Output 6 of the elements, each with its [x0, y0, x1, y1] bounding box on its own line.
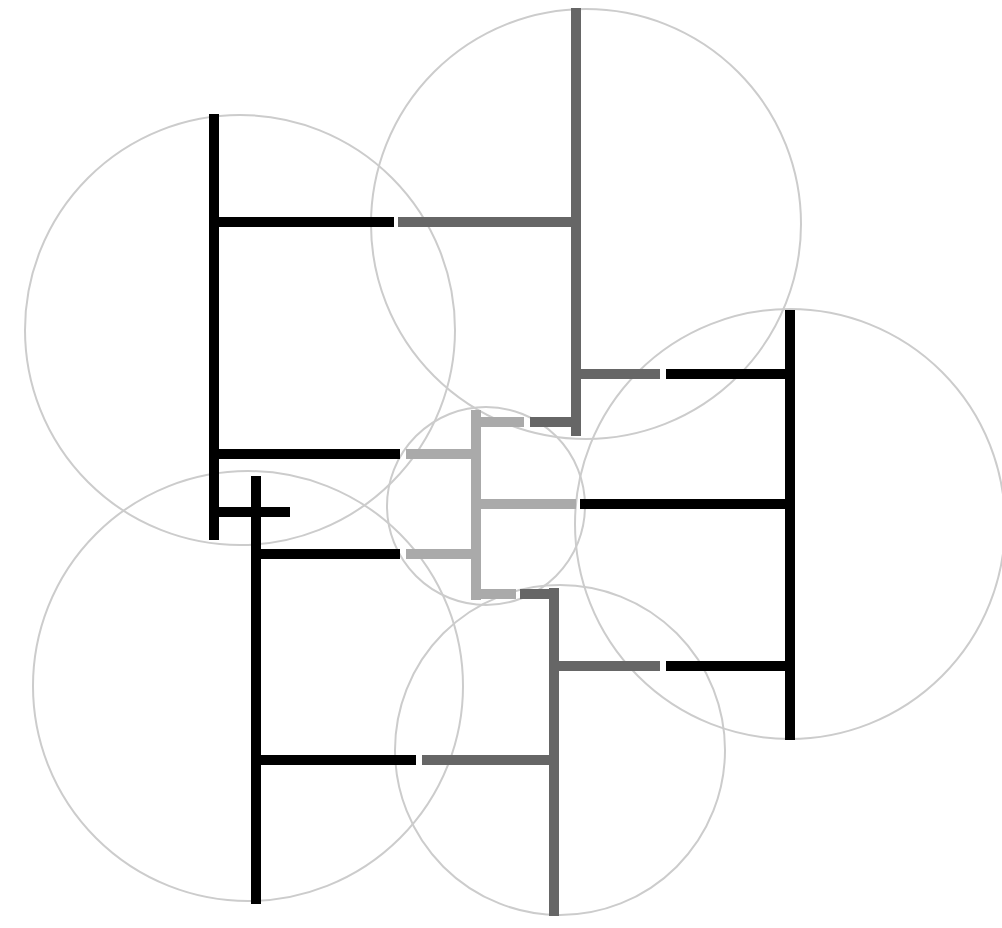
circle-outline — [394, 584, 726, 916]
circle-outline — [574, 308, 1002, 740]
circle-outline — [32, 470, 464, 902]
circle-outline — [370, 8, 802, 440]
circle-outline — [386, 406, 586, 606]
circle-outline — [24, 114, 456, 546]
